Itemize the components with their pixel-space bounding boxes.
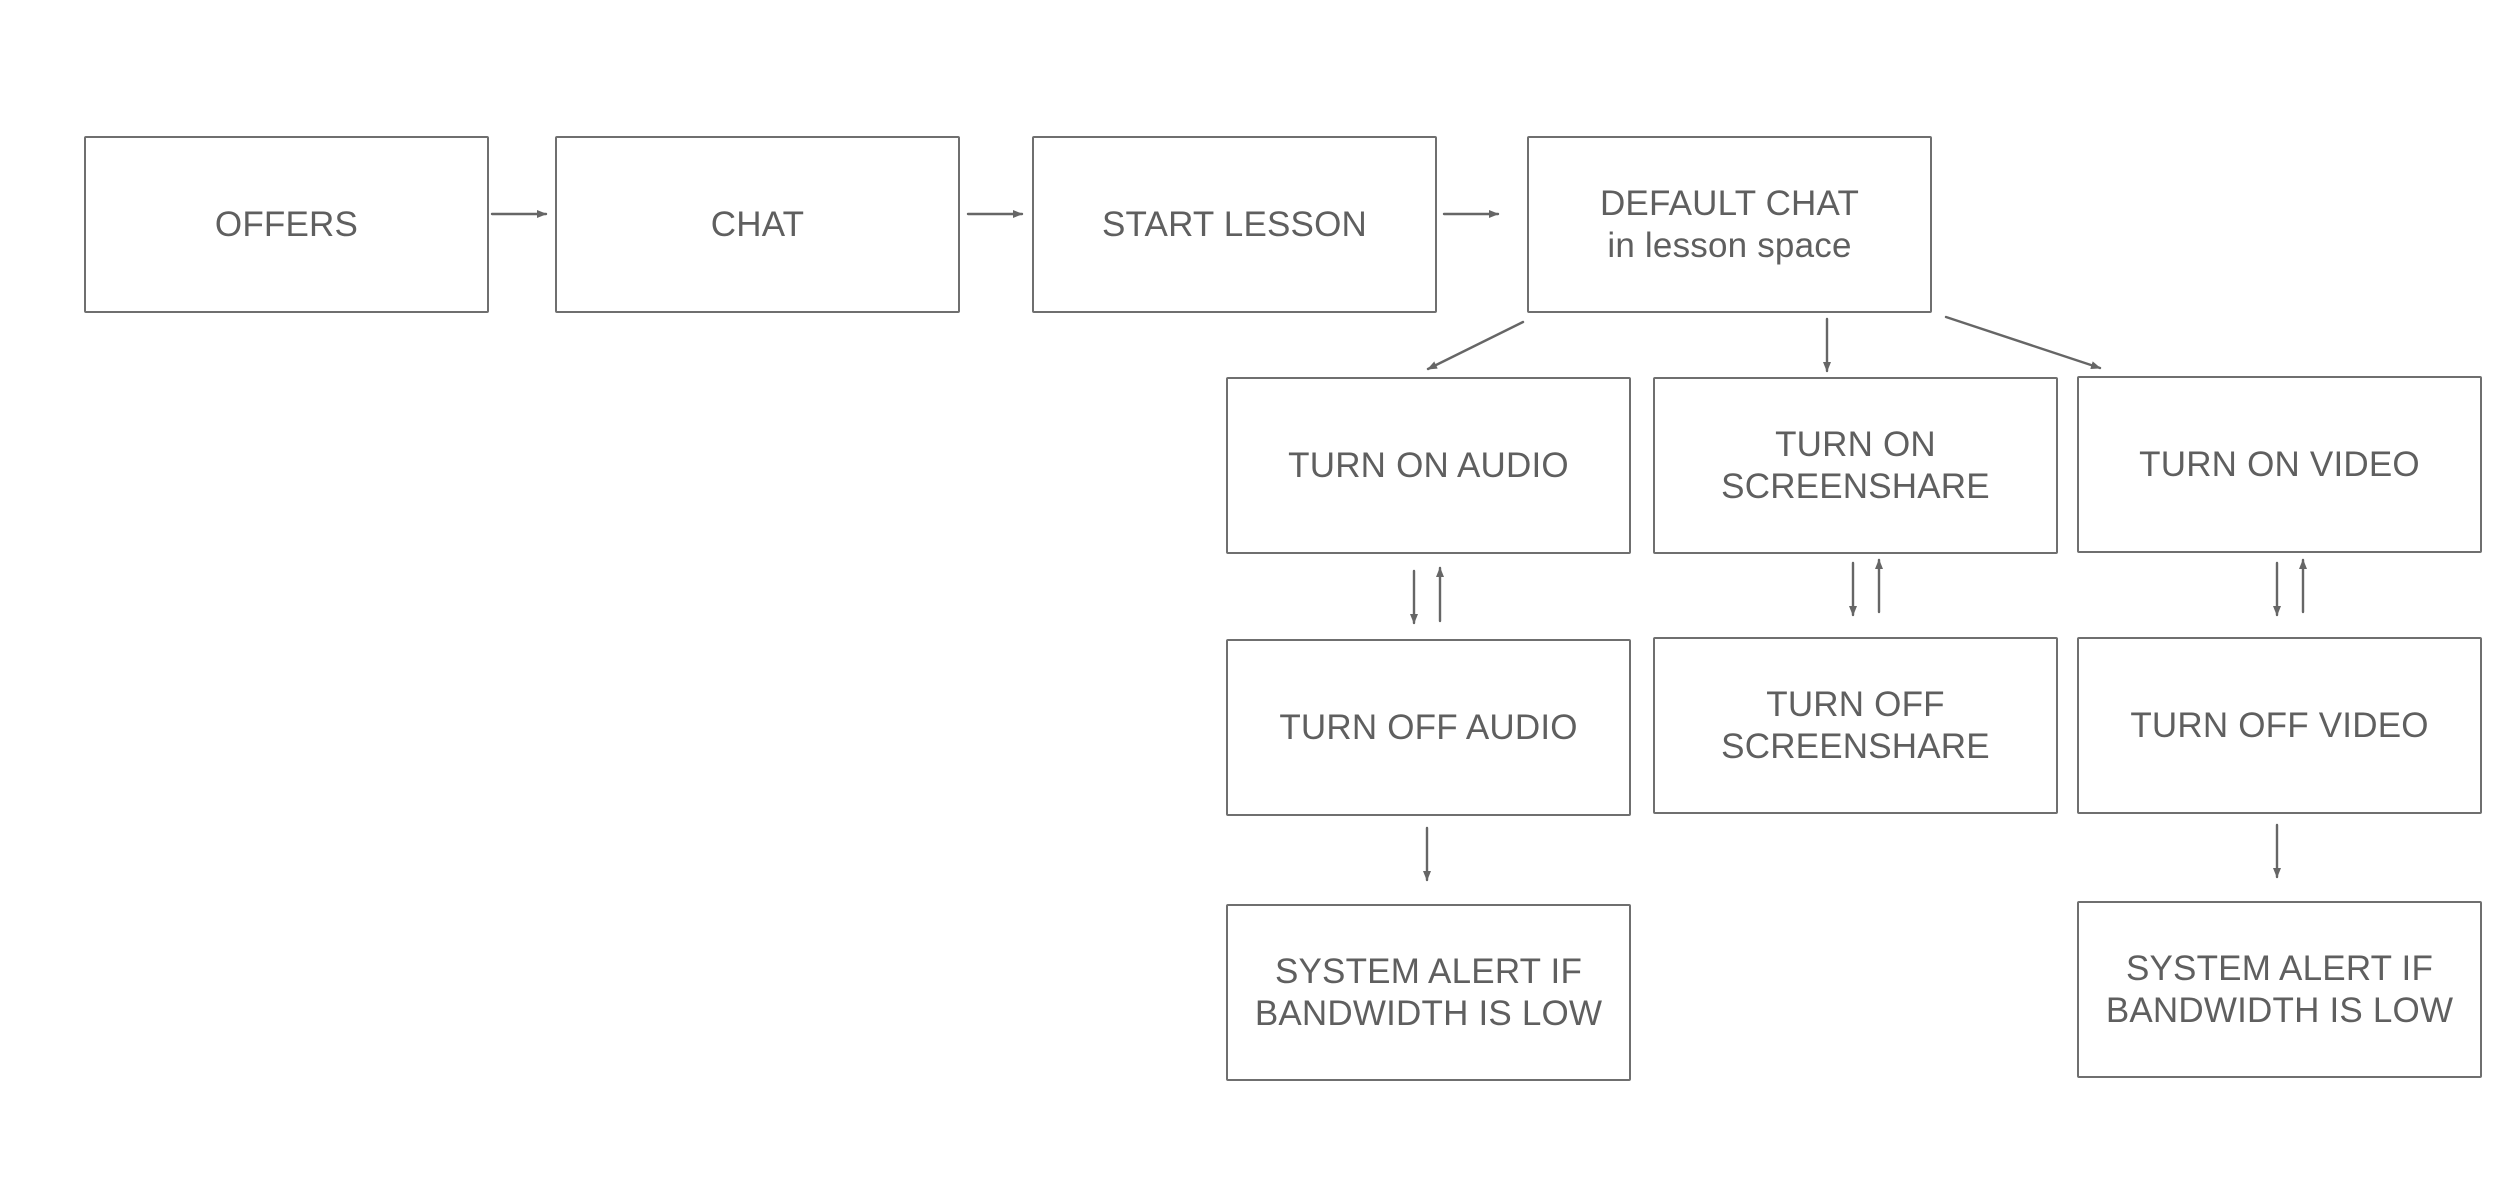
node-start-lesson: START LESSON bbox=[1032, 136, 1437, 313]
node-system-alert-audio-label-line2: BANDWIDTH IS LOW bbox=[1254, 993, 1603, 1033]
node-turn-on-video-label: TURN ON VIDEO bbox=[2139, 444, 2420, 484]
node-offers: OFFERS bbox=[84, 136, 489, 313]
node-system-alert-video-label-line1: SYSTEM ALERT IF bbox=[2125, 948, 2434, 988]
node-turn-off-audio-label: TURN OFF AUDIO bbox=[1279, 707, 1578, 747]
node-turn-on-screenshare-label-line2: SCREENSHARE bbox=[1721, 466, 1990, 506]
node-system-alert-video-label-line2: BANDWIDTH IS LOW bbox=[2105, 990, 2454, 1030]
node-turn-off-screenshare-label-line1: TURN OFF bbox=[1766, 684, 1945, 724]
node-turn-on-audio: TURN ON AUDIO bbox=[1226, 377, 1631, 554]
node-turn-off-video-label: TURN OFF VIDEO bbox=[2130, 705, 2429, 745]
node-system-alert-audio-label-line1: SYSTEM ALERT IF bbox=[1274, 951, 1583, 991]
node-turn-off-screenshare: TURN OFF SCREENSHARE bbox=[1653, 637, 2058, 814]
node-chat-label: CHAT bbox=[710, 204, 805, 244]
node-default-chat-label-line1: DEFAULT CHAT bbox=[1599, 183, 1860, 223]
arrow-default-chat-to-turn-on-audio bbox=[1426, 320, 1525, 371]
node-start-lesson-label: START LESSON bbox=[1102, 204, 1367, 244]
node-system-alert-audio: SYSTEM ALERT IF BANDWIDTH IS LOW bbox=[1226, 904, 1631, 1081]
arrow-default-chat-to-turn-on-video bbox=[1944, 315, 2102, 370]
node-system-alert-video: SYSTEM ALERT IF BANDWIDTH IS LOW bbox=[2077, 901, 2482, 1078]
node-turn-off-screenshare-label-line2: SCREENSHARE bbox=[1721, 726, 1990, 766]
node-turn-on-screenshare-label-line1: TURN ON bbox=[1775, 424, 1936, 464]
node-turn-off-video: TURN OFF VIDEO bbox=[2077, 637, 2482, 814]
node-turn-on-video: TURN ON VIDEO bbox=[2077, 376, 2482, 553]
node-turn-off-audio: TURN OFF AUDIO bbox=[1226, 639, 1631, 816]
node-turn-on-audio-label: TURN ON AUDIO bbox=[1288, 445, 1569, 485]
node-default-chat: DEFAULT CHAT in lesson space bbox=[1527, 136, 1932, 313]
node-chat: CHAT bbox=[555, 136, 960, 313]
node-turn-on-screenshare: TURN ON SCREENSHARE bbox=[1653, 377, 2058, 554]
node-default-chat-label-line2: in lesson space bbox=[1607, 225, 1852, 265]
node-offers-label: OFFERS bbox=[214, 204, 359, 244]
